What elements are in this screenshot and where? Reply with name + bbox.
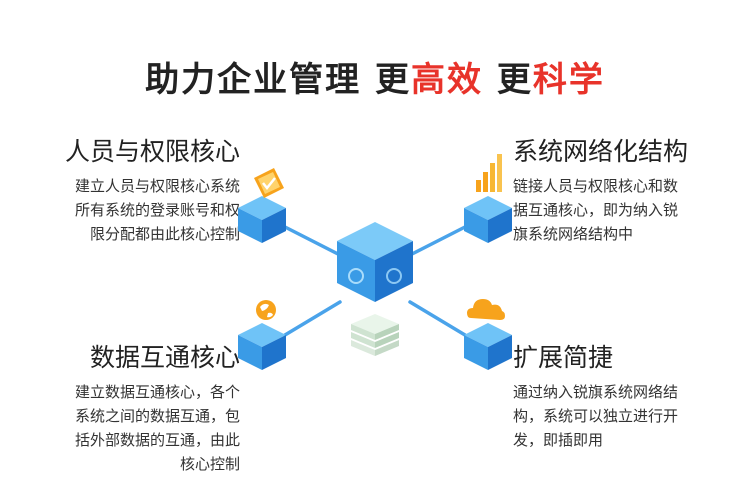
connector-bottom-right [408,300,467,337]
title-part3: 更 [483,60,533,100]
connector-top-left [283,225,342,257]
desc-line: 通过纳入锐旗系统网络结 [513,383,679,401]
connector-top-right [408,225,467,257]
page-title: 助力企业管理 更高效 更科学 [0,52,750,101]
desc-line: 旗系统网络结构中 [513,225,634,243]
title-highlight-efficient: 高效 [411,60,483,100]
block-data-exchange: 数据互通核心 建立数据互通核心，各个 系统之间的数据互通，包 括外部数据的互通，… [40,338,240,476]
connector-bottom-left [283,300,342,337]
node-cube-top-right [464,196,512,243]
block-description: 建立数据互通核心，各个 系统之间的数据互通，包 括外部数据的互通，由此 核心控制 [40,380,240,476]
desc-line: 据互通核心，即为纳入锐 [513,201,679,219]
block-personnel-permission: 人员与权限核心 建立人员与权限核心系统 所有系统的登录账号和权 限分配都由此核心… [40,132,240,246]
block-network-structure: 系统网络化结构 链接人员与权限核心和数 据互通核心，即为纳入锐 旗系统网络结构中 [513,132,718,246]
block-heading: 扩展简捷 [513,343,614,372]
desc-line: 括外部数据的互通，由此 [74,431,240,449]
node-cube-bottom-right [464,323,512,370]
desc-line: 限分配都由此核心控制 [89,225,240,243]
block-description: 通过纳入锐旗系统网络结 构，系统可以独立进行开 发，即插即用 [513,380,718,452]
globe-icon [256,300,276,320]
desc-line: 发，即插即用 [513,431,604,449]
desc-line: 系统之间的数据互通，包 [74,407,240,425]
block-heading: 人员与权限核心 [64,137,240,166]
desc-line: 建立数据互通核心，各个 [74,383,240,401]
checklist-icon [254,168,284,198]
block-heading: 数据互通核心 [89,343,240,372]
desc-line: 所有系统的登录账号和权 [74,201,240,219]
connector-lines [283,225,467,337]
node-cube-bottom-left [238,323,286,370]
block-heading: 系统网络化结构 [513,137,689,166]
desc-line: 构，系统可以独立进行开 [513,407,679,425]
desc-line: 建立人员与权限核心系统 [74,177,240,195]
title-highlight-scientific: 科学 [532,60,605,100]
block-description: 建立人员与权限核心系统 所有系统的登录账号和权 限分配都由此核心控制 [40,174,240,246]
cloud-icon [467,299,505,320]
title-part1: 助力企业管理 更 [145,60,411,100]
bar-chart-icon [476,154,502,192]
block-description: 链接人员与权限核心和数 据互通核心，即为纳入锐 旗系统网络结构中 [513,174,718,246]
desc-line: 核心控制 [179,455,240,473]
block-easy-extension: 扩展简捷 通过纳入锐旗系统网络结 构，系统可以独立进行开 发，即插即用 [513,338,718,452]
desc-line: 链接人员与权限核心和数 [513,177,679,195]
server-stack-icon [351,314,399,356]
node-cube-top-left [238,196,286,243]
central-hub-cube [337,222,413,302]
